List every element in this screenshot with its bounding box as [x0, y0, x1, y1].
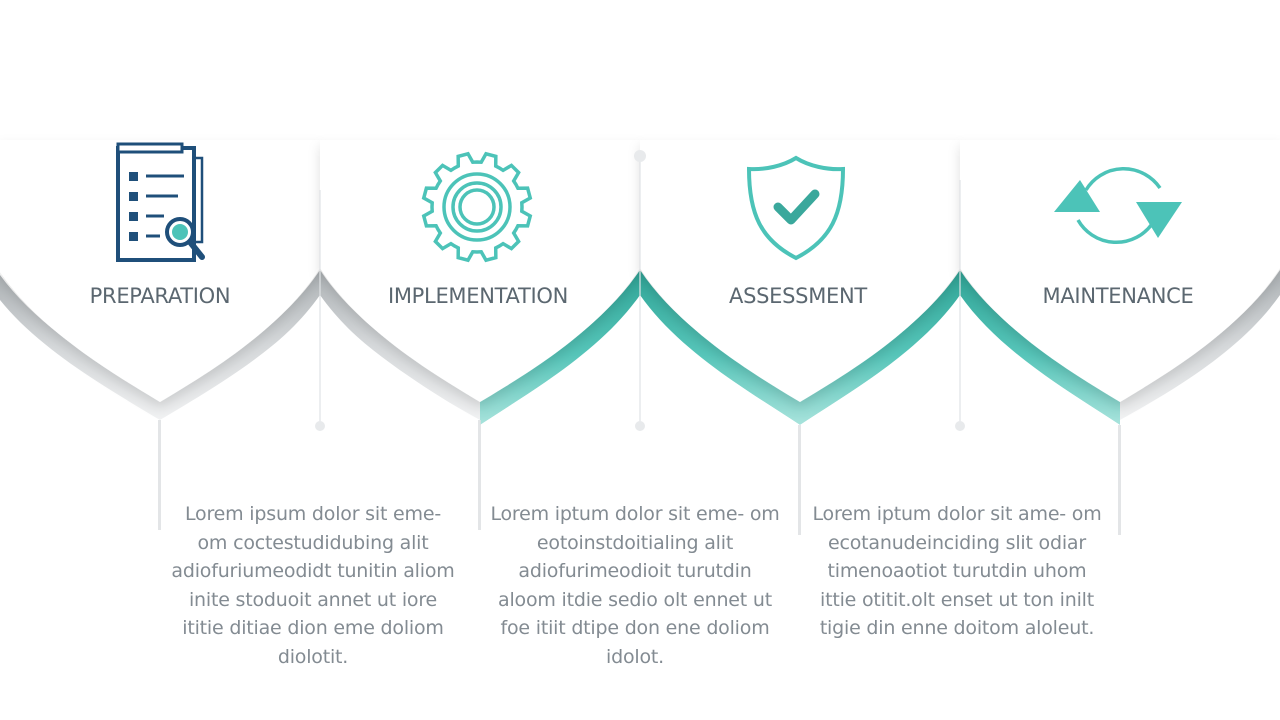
step-description-implementation: Lorem ipsum dolor sit eme- om coctestudi…: [171, 503, 455, 668]
edge-3: [798, 425, 801, 535]
ribbon-segment-7: [960, 270, 1120, 425]
ribbon-segment-6: [800, 270, 960, 425]
ribbon-segment-2: [160, 270, 320, 420]
step-description-assessment: Lorem iptum dolor sit eme- om eotoinstdo…: [490, 503, 780, 668]
step-label-implementation: IMPLEMENTATION: [387, 284, 569, 308]
upper-card-2: [320, 140, 640, 402]
ribbon-segment-8: [1120, 270, 1280, 420]
ribbon-segment-5: [640, 270, 800, 425]
edge-2: [478, 420, 481, 530]
edge-4: [1118, 425, 1121, 535]
connector-dot-2b: [635, 421, 645, 431]
step-description-maintenance: Lorem iptum dolor sit ame- om ecotanudei…: [812, 503, 1102, 640]
shield-check-icon: [745, 154, 847, 267]
ribbon-segment-1: [0, 275, 160, 420]
checklist-magnifier-icon: [112, 142, 208, 271]
connector-dot-3: [955, 421, 965, 431]
upper-card-3: [640, 140, 960, 402]
step-label-preparation: PREPARATION: [89, 284, 231, 308]
ribbon-segment-3: [320, 270, 480, 420]
connector-dot-2a: [634, 150, 646, 162]
step-label-maintenance: MAINTENANCE: [1042, 284, 1194, 308]
step-label-assessment: ASSESSMENT: [729, 284, 867, 308]
connector-dot-1: [315, 421, 325, 431]
upper-card-1: [0, 140, 320, 402]
ribbon-segment-4: [480, 270, 640, 425]
gear-icon: [420, 150, 534, 269]
upper-card-4: [960, 140, 1280, 402]
refresh-cycle-icon: [1052, 158, 1186, 259]
edge-1: [158, 420, 161, 530]
